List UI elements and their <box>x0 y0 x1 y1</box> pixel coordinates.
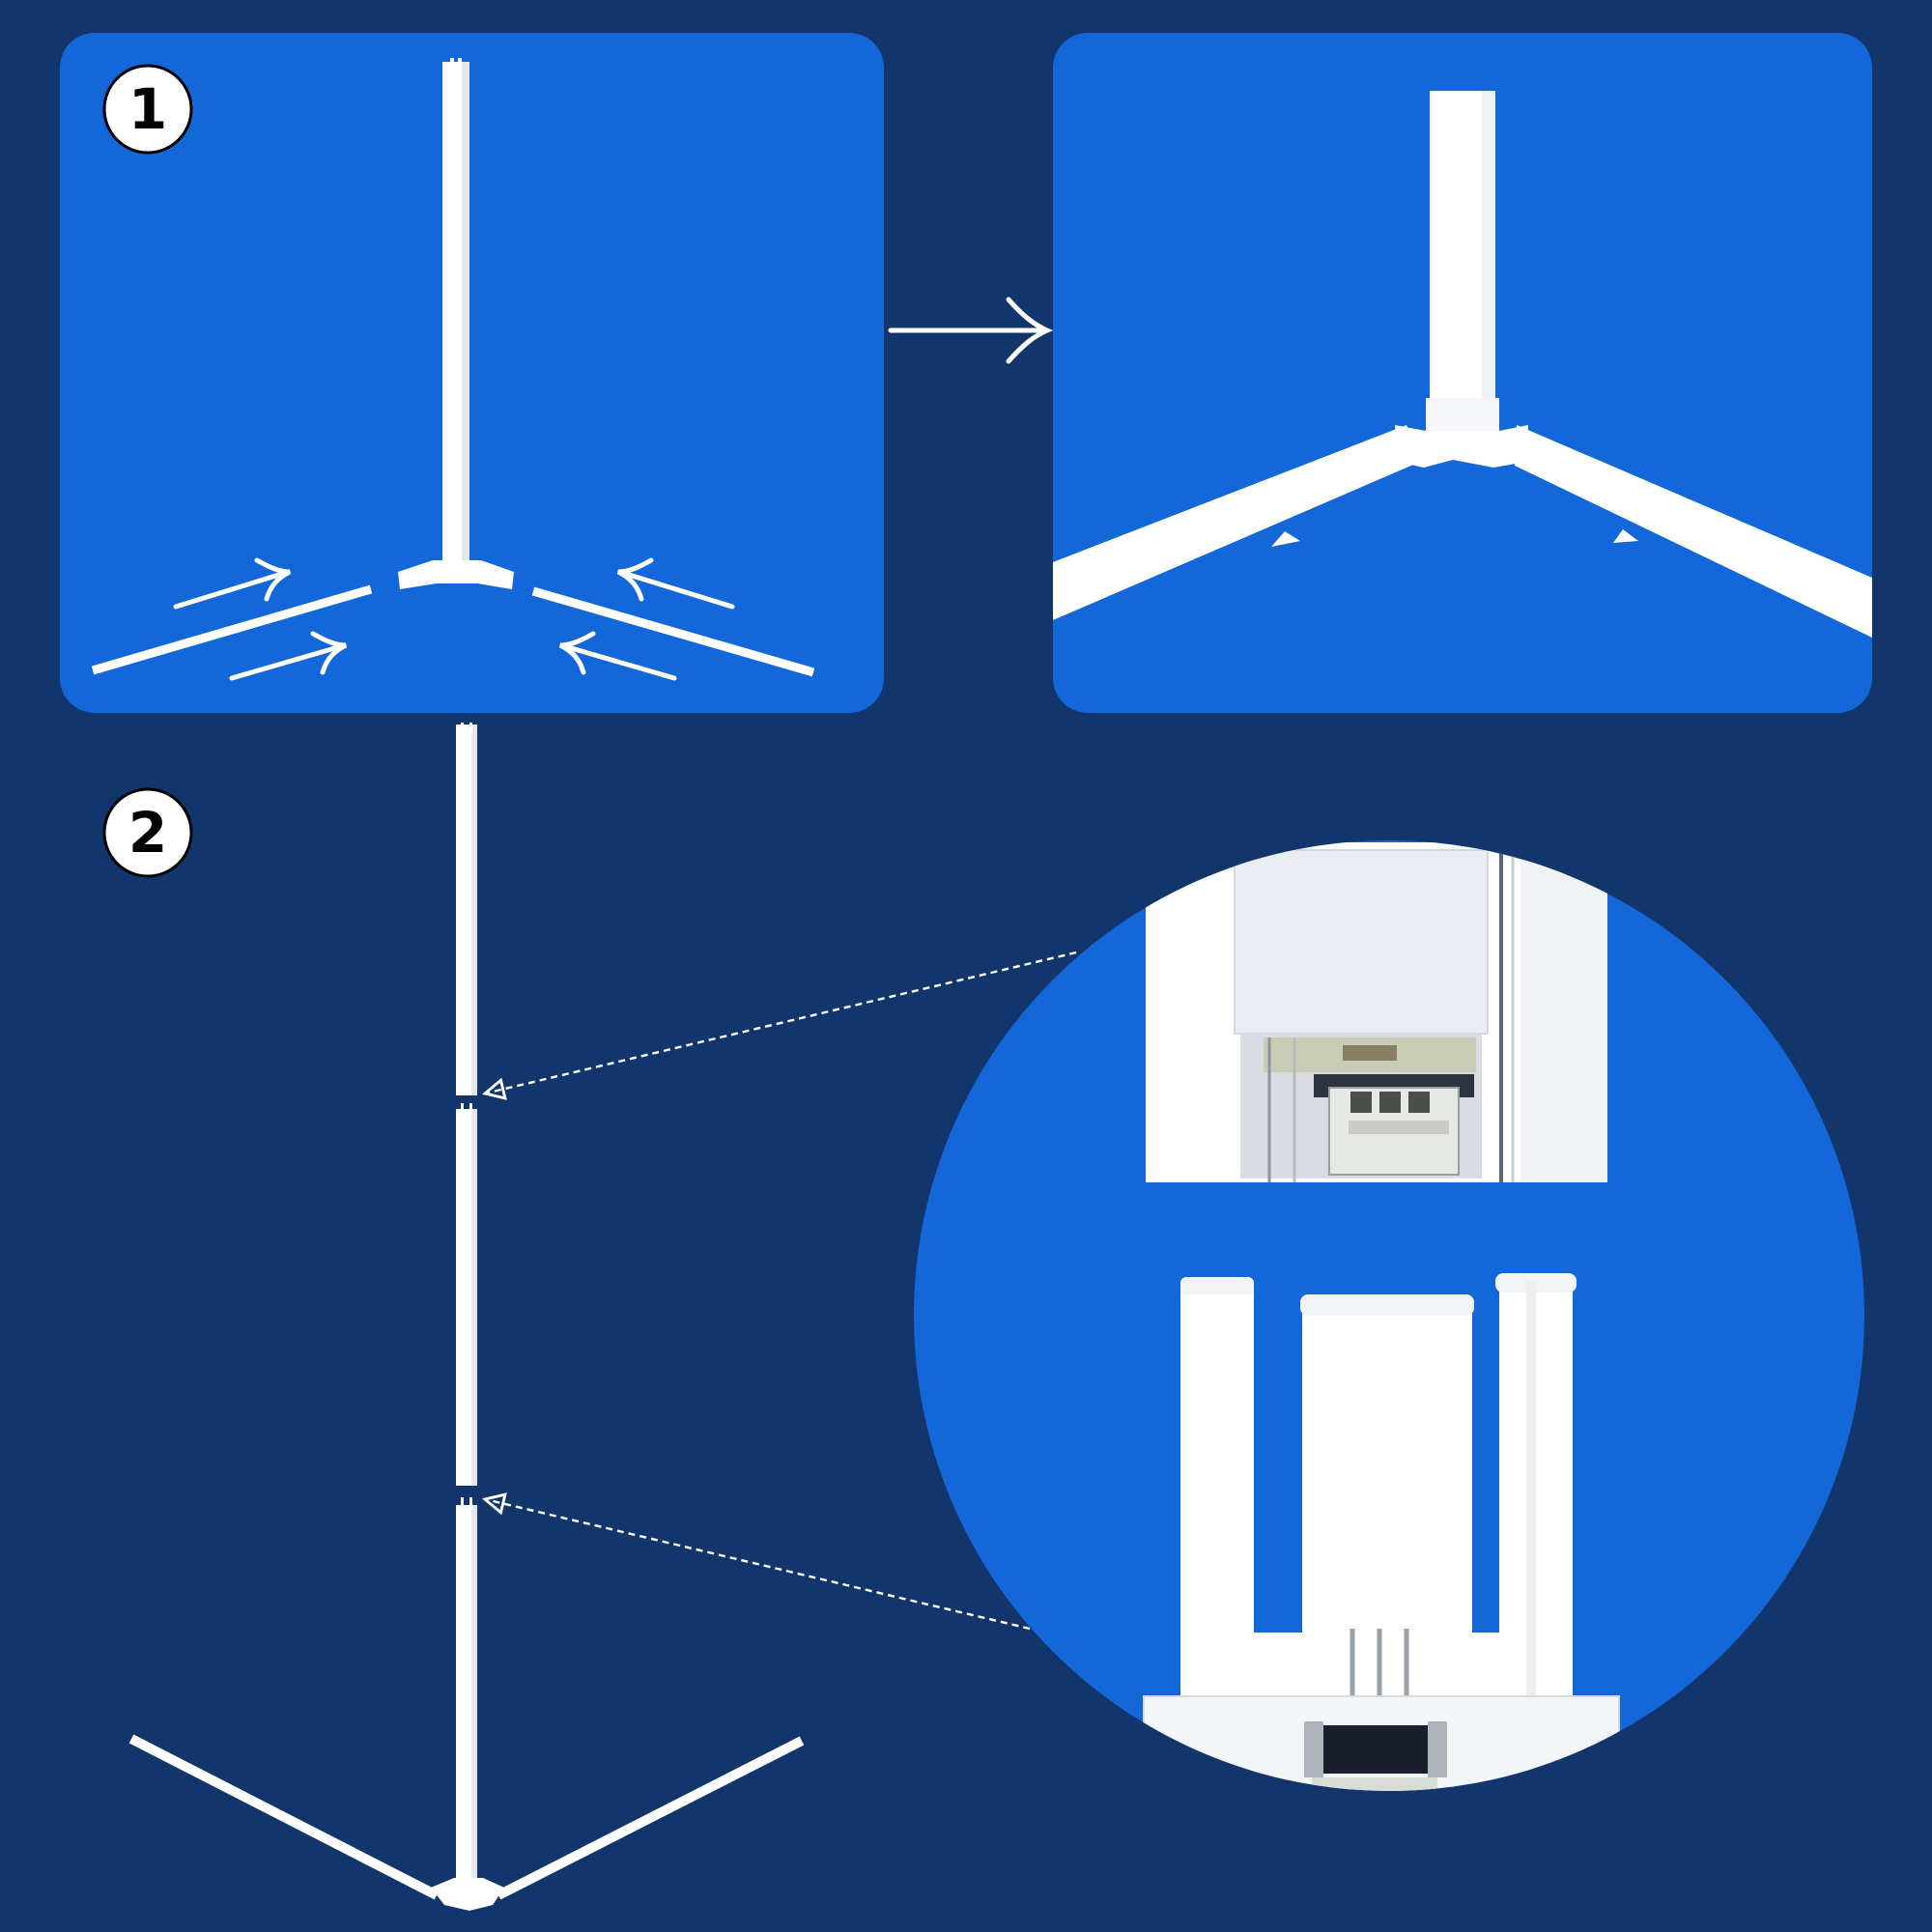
base-leg-right <box>496 1736 805 1900</box>
step-1-number: 1 <box>128 76 167 142</box>
leg-right <box>531 586 815 677</box>
push-arrow-icon <box>173 557 292 610</box>
panel-1-background <box>60 33 884 713</box>
dashed-pointer-icon <box>485 951 1077 1631</box>
step-2-number: 2 <box>128 800 167 866</box>
push-arrow-icon <box>173 557 735 681</box>
segmented-pole <box>456 723 477 1893</box>
plug-prong-left <box>1180 1281 1254 1706</box>
push-arrow-icon <box>229 631 348 681</box>
base-hub <box>398 560 514 589</box>
step-2-badge: 2 <box>102 787 193 878</box>
closeup-leg-left <box>1053 425 1420 620</box>
step-1-badge: 1 <box>102 64 193 155</box>
leg-left <box>91 584 373 675</box>
push-arrow-icon <box>558 631 677 681</box>
arrow-right-icon <box>888 297 1054 364</box>
pointer-upper <box>485 951 1077 1094</box>
pole-segment-middle <box>456 1103 477 1486</box>
pointer-lower <box>485 1499 1031 1631</box>
step-1-panel: 1 <box>60 33 884 713</box>
step-2-base <box>128 1734 805 1911</box>
closeup-collar <box>1426 398 1499 437</box>
closeup-base-panel <box>1053 33 1872 713</box>
base-leg-left <box>128 1734 440 1900</box>
closeup-hub <box>1395 425 1528 468</box>
pole-segment-bottom <box>456 1497 477 1893</box>
push-arrow-icon <box>616 557 735 610</box>
female-socket <box>1146 842 1607 1182</box>
closeup-leg-right <box>1515 425 1872 638</box>
plug-connector-block <box>1323 1725 1428 1774</box>
pole-segment-top <box>456 723 477 1095</box>
plug-prong-middle <box>1302 1298 1472 1706</box>
male-plug <box>1143 1273 1620 1791</box>
pole <box>442 58 469 576</box>
base-hub-2 <box>431 1878 504 1911</box>
connector-detail-zoom <box>914 840 1864 1791</box>
